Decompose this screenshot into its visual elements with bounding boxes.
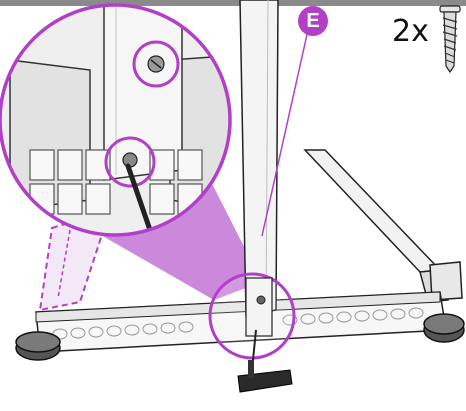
zoom-detail (0, 3, 232, 237)
stand-column (239, 0, 279, 317)
step-badge: E (298, 6, 328, 36)
caster-right (423, 313, 465, 343)
base-beam-front (35, 291, 447, 353)
quantity-label: 2x (392, 14, 429, 49)
t-handle-tool (237, 360, 293, 393)
detail-circle-bottom (208, 272, 296, 371)
screw-icon (439, 5, 461, 74)
callout-line (261, 29, 309, 237)
top-strip (0, 0, 466, 6)
base-bar-right (303, 149, 463, 303)
caster-left (15, 331, 61, 361)
